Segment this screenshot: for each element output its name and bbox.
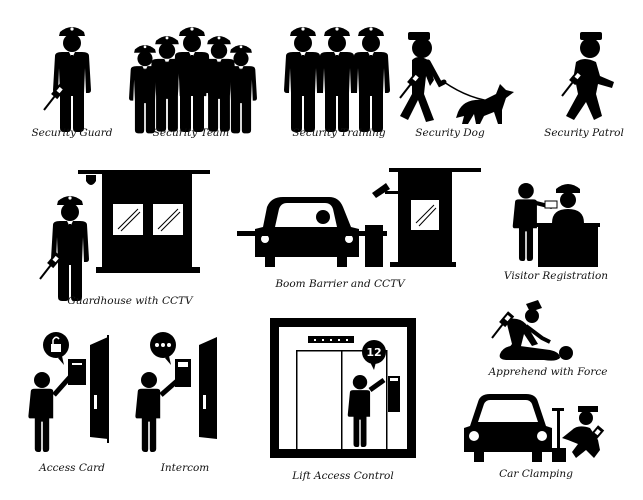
icon-access-card: Access Card xyxy=(20,325,135,475)
icon-intercom: Intercom xyxy=(135,325,235,475)
label-car-clamping: Car Clamping xyxy=(499,468,573,480)
label-intercom: Intercom xyxy=(160,462,210,474)
guardhouse-cctv-icon xyxy=(39,170,210,301)
unlock-icon xyxy=(51,344,61,352)
security-dog-icon xyxy=(399,32,514,124)
icon-boom-barrier-cctv: Boom Barrier and CCTV xyxy=(235,165,481,310)
icon-security-training: Security Training xyxy=(275,20,390,150)
label-lift-access-control: Lift Access Control xyxy=(292,470,394,482)
icon-guardhouse-cctv: Guardhouse with CCTV xyxy=(30,165,220,310)
label-guardhouse-cctv: Guardhouse with CCTV xyxy=(67,295,193,307)
label-apprehend-force: Apprehend with Force xyxy=(488,366,608,378)
lift-access-control-icon: 12 xyxy=(270,318,416,458)
icon-visitor-registration: Visitor Registration xyxy=(500,175,643,295)
label-security-dog: Security Dog xyxy=(415,127,485,139)
label-access-card: Access Card xyxy=(39,462,105,474)
visitor-registration-icon xyxy=(512,183,600,267)
car-clamping-icon xyxy=(464,394,606,462)
apprehend-force-icon xyxy=(491,300,573,361)
boom-barrier-cctv-icon xyxy=(237,168,481,267)
security-patrol-icon xyxy=(561,32,614,120)
label-security-training: Security Training xyxy=(292,127,386,139)
label-security-patrol: Security Patrol xyxy=(544,127,624,139)
icon-car-clamping: Car Clamping xyxy=(460,388,640,493)
cctv-camera-icon xyxy=(372,183,390,198)
icon-security-team: Security Team xyxy=(125,20,260,150)
label-visitor-registration: Visitor Registration xyxy=(503,270,609,282)
icon-security-dog: Security Dog xyxy=(399,20,530,150)
label-security-team: Security Team xyxy=(152,127,230,139)
icon-security-guard: Security Guard xyxy=(20,20,130,150)
icon-apprehend-force: Apprehend with Force xyxy=(480,298,630,388)
label-security-guard: Security Guard xyxy=(31,127,113,139)
intercom-icon xyxy=(135,332,217,452)
icon-security-patrol: Security Patrol xyxy=(540,20,640,150)
floor-number: 12 xyxy=(366,346,381,359)
access-card-icon xyxy=(28,332,109,452)
icon-lift-access-control: 12 Lift Access Control xyxy=(270,318,420,488)
label-boom-barrier-cctv: Boom Barrier and CCTV xyxy=(275,278,405,290)
cctv-dome-icon xyxy=(86,175,96,185)
